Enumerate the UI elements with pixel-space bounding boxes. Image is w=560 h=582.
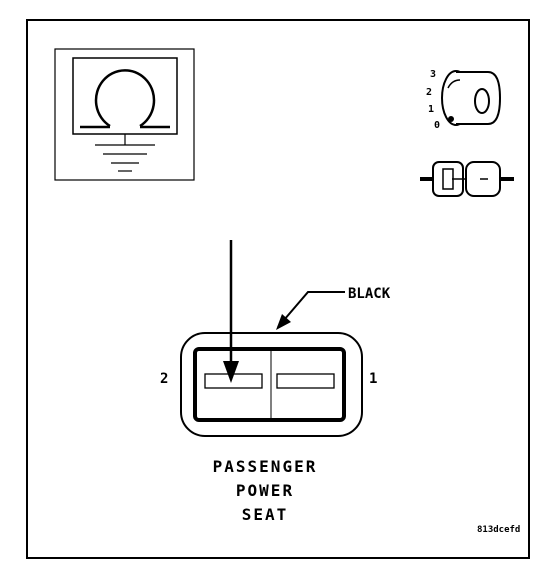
connector-name-line-2: POWER bbox=[235, 481, 295, 500]
ignition-key-icon bbox=[441, 70, 502, 126]
pin-number-left: 2 bbox=[160, 371, 169, 387]
pin-cavity-1 bbox=[276, 373, 335, 389]
inline-connector-icon bbox=[420, 161, 514, 197]
ground-symbol-icon bbox=[54, 48, 195, 181]
ignition-position-0: 0 bbox=[434, 120, 441, 131]
probe-arrow bbox=[223, 240, 239, 383]
diagram-frame bbox=[26, 19, 530, 559]
connector-name-line-3: SEAT bbox=[241, 505, 289, 524]
color-leader-line bbox=[276, 291, 345, 330]
ignition-position-3: 3 bbox=[430, 69, 437, 80]
ignition-position-1: 1 bbox=[428, 104, 435, 115]
ignition-position-2: 2 bbox=[426, 87, 433, 98]
pin-number-right: 1 bbox=[369, 371, 378, 387]
connector-name-line-1: PASSENGER bbox=[212, 457, 318, 476]
connector-color-label: BLACK bbox=[348, 286, 391, 302]
figure-id: 813dcefd bbox=[477, 525, 521, 535]
